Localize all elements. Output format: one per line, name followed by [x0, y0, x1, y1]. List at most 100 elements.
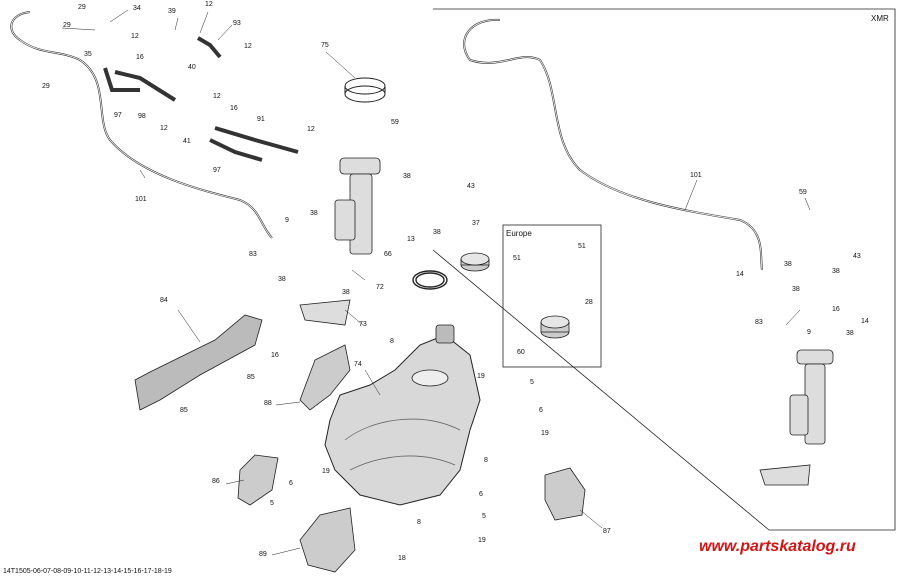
heat-shield-86 — [237, 454, 279, 506]
callout-13: 13 — [407, 236, 415, 243]
callout-5: 5 — [270, 500, 274, 507]
callout-51-europe: 51 — [513, 255, 521, 262]
callout-16: 16 — [271, 352, 279, 359]
callout-12: 12 — [213, 93, 221, 100]
callout-60-europe: 60 — [517, 349, 525, 356]
watermark: www.partskatalog.ru — [699, 538, 856, 555]
hose-97b — [209, 138, 263, 162]
callout-97: 97 — [213, 167, 221, 174]
callout-19: 19 — [477, 373, 485, 380]
callout-16: 16 — [230, 105, 238, 112]
diagram-footer-code: 14T1505-06-07-08-09-10-11-12-13-14-15-16… — [3, 568, 172, 575]
callout-88: 88 — [264, 400, 272, 407]
callout-38: 38 — [433, 229, 441, 236]
callout-8: 8 — [484, 457, 488, 464]
callout-83-xmr: 83 — [755, 319, 763, 326]
callout-38: 38 — [403, 173, 411, 180]
vent-hose-101 — [10, 11, 273, 239]
callout-59: 59 — [391, 119, 399, 126]
callout-14-xmr: 14 — [861, 318, 869, 325]
callout-38-xmr: 38 — [784, 261, 792, 268]
lock-ring-75 — [344, 77, 386, 103]
callout-75: 75 — [321, 42, 329, 49]
heat-shield-89 — [299, 507, 356, 573]
callout-6: 6 — [289, 480, 293, 487]
callout-38: 38 — [342, 289, 350, 296]
fuel-tank-74 — [324, 324, 481, 506]
callout-91: 91 — [257, 116, 265, 123]
callout-40: 40 — [188, 64, 196, 71]
callout-83: 83 — [249, 251, 257, 258]
callout-29: 29 — [42, 83, 50, 90]
callout-66: 66 — [384, 251, 392, 258]
heat-shield-87 — [544, 467, 586, 521]
callout-19: 19 — [541, 430, 549, 437]
callout-9-xmr: 9 — [807, 329, 811, 336]
callout-34: 34 — [133, 5, 141, 12]
callout-39: 39 — [168, 8, 176, 15]
hose-93 — [196, 36, 222, 59]
callout-98: 98 — [138, 113, 146, 120]
callout-12: 12 — [307, 126, 315, 133]
callout-6: 6 — [479, 491, 483, 498]
hose-97 — [103, 67, 140, 92]
callout-43-xmr: 43 — [853, 253, 861, 260]
callout-41: 41 — [183, 138, 191, 145]
callout-101-xmr: 101 — [690, 172, 702, 179]
callout-38: 38 — [278, 276, 286, 283]
callout-89: 89 — [259, 551, 267, 558]
callout-12: 12 — [244, 43, 252, 50]
callout-73: 73 — [359, 321, 367, 328]
callout-8: 8 — [390, 338, 394, 345]
bracket-84 — [134, 314, 263, 411]
callout-29: 29 — [78, 4, 86, 11]
callout-5: 5 — [530, 379, 534, 386]
callout-93: 93 — [233, 20, 241, 27]
xmr-frame — [432, 8, 896, 531]
callout-85: 85 — [247, 374, 255, 381]
fuel-pump-assembly — [299, 157, 381, 326]
callout-16: 16 — [136, 54, 144, 61]
callout-74: 74 — [354, 361, 362, 368]
variant-label-xmr: XMR — [871, 14, 889, 23]
hose-98 — [114, 70, 177, 102]
callout-86: 86 — [212, 478, 220, 485]
callout-85: 85 — [180, 407, 188, 414]
callout-38-xmr: 38 — [832, 268, 840, 275]
callout-12: 12 — [160, 125, 168, 132]
callout-38: 38 — [310, 210, 318, 217]
callout-18: 18 — [398, 555, 406, 562]
inset-label-europe: Europe — [506, 229, 532, 238]
callout-8: 8 — [417, 519, 421, 526]
callout-35: 35 — [84, 51, 92, 58]
gasket-66 — [412, 270, 448, 290]
fuel-pump-assembly-xmr — [759, 349, 834, 486]
callout-12: 12 — [131, 33, 139, 40]
callout-28-europe: 28 — [585, 299, 593, 306]
callout-38-xmr: 38 — [846, 330, 854, 337]
callout-97: 97 — [114, 112, 122, 119]
callout-59-xmr: 59 — [799, 189, 807, 196]
callout-5: 5 — [482, 513, 486, 520]
leader-lines — [61, 9, 811, 556]
callout-6: 6 — [539, 407, 543, 414]
callout-51-europe: 51 — [578, 243, 586, 250]
europe-cap-60 — [540, 315, 570, 339]
callout-19: 19 — [322, 468, 330, 475]
callout-29: 29 — [63, 22, 71, 29]
hose-91 — [214, 126, 299, 154]
callout-14-xmr: 14 — [736, 271, 744, 278]
europe-inset-box — [502, 224, 602, 368]
callout-12: 12 — [205, 1, 213, 8]
callout-37: 37 — [472, 220, 480, 227]
callout-19: 19 — [478, 537, 486, 544]
callout-101: 101 — [135, 196, 147, 203]
callout-43: 43 — [467, 183, 475, 190]
callout-16-xmr: 16 — [832, 306, 840, 313]
callout-87: 87 — [603, 528, 611, 535]
fuel-cap-37 — [460, 252, 490, 272]
callout-72: 72 — [376, 284, 384, 291]
callout-84: 84 — [160, 297, 168, 304]
heat-shield-88 — [299, 344, 351, 411]
